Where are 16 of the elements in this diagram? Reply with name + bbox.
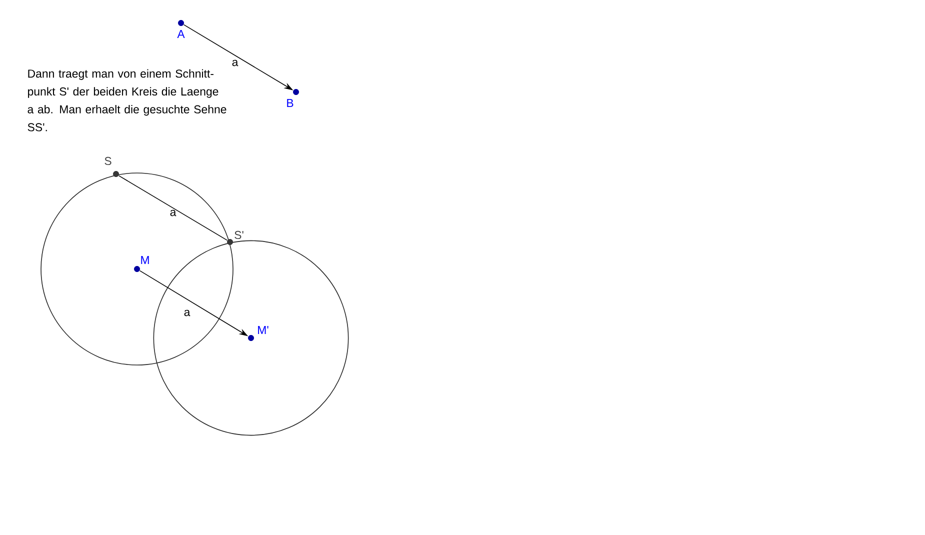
edge-label: a: [170, 210, 176, 216]
point-label: M': [258, 326, 268, 334]
edge-label: a: [184, 310, 190, 316]
point-label: M: [141, 256, 149, 264]
point: [293, 89, 299, 95]
point-label: S: [104, 156, 112, 166]
edge-label: a: [232, 60, 238, 66]
point: [178, 20, 184, 26]
point: [113, 171, 119, 177]
point: [134, 266, 140, 272]
point: [248, 335, 254, 341]
point-label: A: [177, 30, 185, 38]
point: [227, 239, 233, 245]
point-label: B: [287, 99, 294, 107]
note-text: Dann traegt man von einem Schnitt- punkt S' der beiden Kreis die Laenge a ab. Man erhaelt die gesuchte Sehne SS'.: [28, 69, 226, 132]
point-label: S': [234, 230, 244, 240]
